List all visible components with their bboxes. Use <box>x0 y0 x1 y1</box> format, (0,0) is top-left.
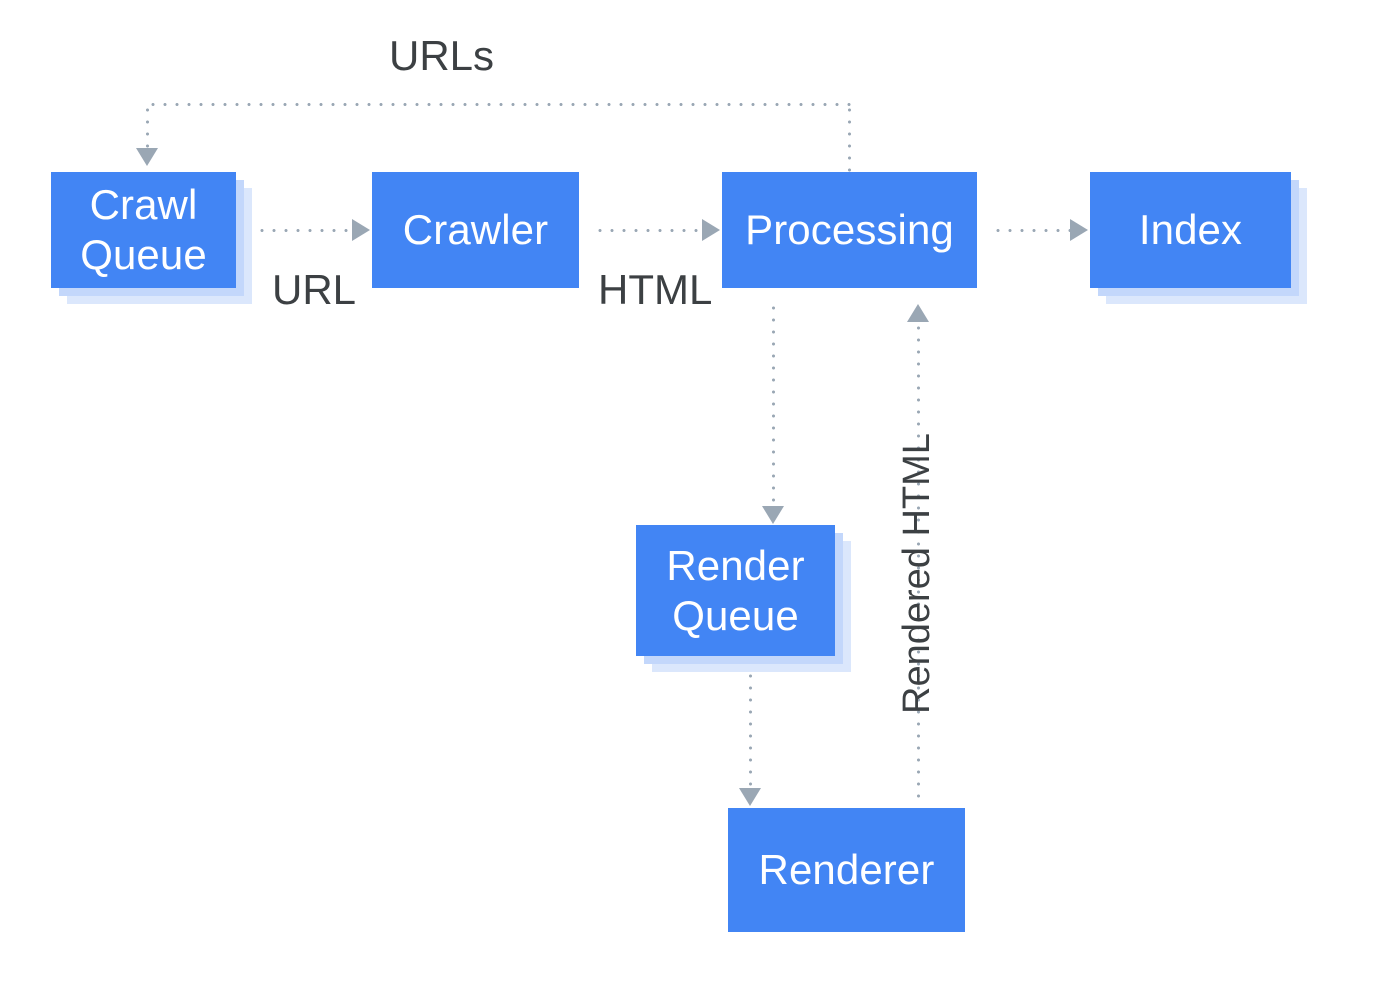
edge-renderer-arrowhead <box>739 788 761 806</box>
edge-index-line <box>992 229 1070 232</box>
edge-index-arrowhead <box>1070 219 1088 241</box>
node-renderer-label: Renderer <box>758 846 935 894</box>
edge-label-urls: URLs <box>389 32 495 79</box>
node-processing-label: Processing <box>745 206 954 254</box>
edge-urls-drop <box>146 104 149 148</box>
edge-label-url: URL <box>272 266 357 313</box>
node-renderer-face: Renderer <box>728 808 965 932</box>
edge-urls-riser <box>848 104 851 174</box>
edge-label-rendered-html: Rendered HTML <box>896 433 938 714</box>
node-processing[interactable]: Processing <box>722 172 977 288</box>
node-index-label: Index <box>1138 206 1243 254</box>
edge-url-line <box>256 229 352 232</box>
node-processing-face: Processing <box>722 172 977 288</box>
node-crawler[interactable]: Crawler <box>372 172 579 288</box>
node-render-queue-label-line1: Render <box>666 541 805 589</box>
node-index[interactable]: Index <box>1090 172 1307 304</box>
edge-html-line <box>594 229 702 232</box>
node-crawl-queue-label-line2: Queue <box>80 231 207 278</box>
edge-html-arrowhead <box>702 219 720 241</box>
edge-label-html: HTML <box>598 266 713 313</box>
node-renderer[interactable]: Renderer <box>728 808 965 932</box>
edge-rendered-html-arrowhead <box>907 304 929 322</box>
node-render-queue-face: Render Queue <box>636 525 835 656</box>
node-crawler-label: Crawler <box>402 206 549 254</box>
node-crawl-queue-face: Crawl Queue <box>51 172 236 288</box>
edge-rendered-html-line <box>917 322 920 806</box>
edge-urls-arrowhead <box>136 148 158 166</box>
edge-url-arrowhead <box>352 219 370 241</box>
edge-renderqueue-arrowhead <box>762 506 784 524</box>
edge-renderer-line <box>749 670 752 790</box>
node-render-queue-label-line2: Queue <box>672 591 799 639</box>
node-crawl-queue-label-line1: Crawl <box>89 181 198 229</box>
edge-urls-span <box>147 103 851 106</box>
node-render-queue[interactable]: Render Queue <box>636 525 851 672</box>
node-crawler-face: Crawler <box>372 172 579 288</box>
edge-renderqueue-line <box>772 302 775 508</box>
node-crawl-queue[interactable]: Crawl Queue <box>51 172 252 304</box>
node-index-face: Index <box>1090 172 1291 288</box>
